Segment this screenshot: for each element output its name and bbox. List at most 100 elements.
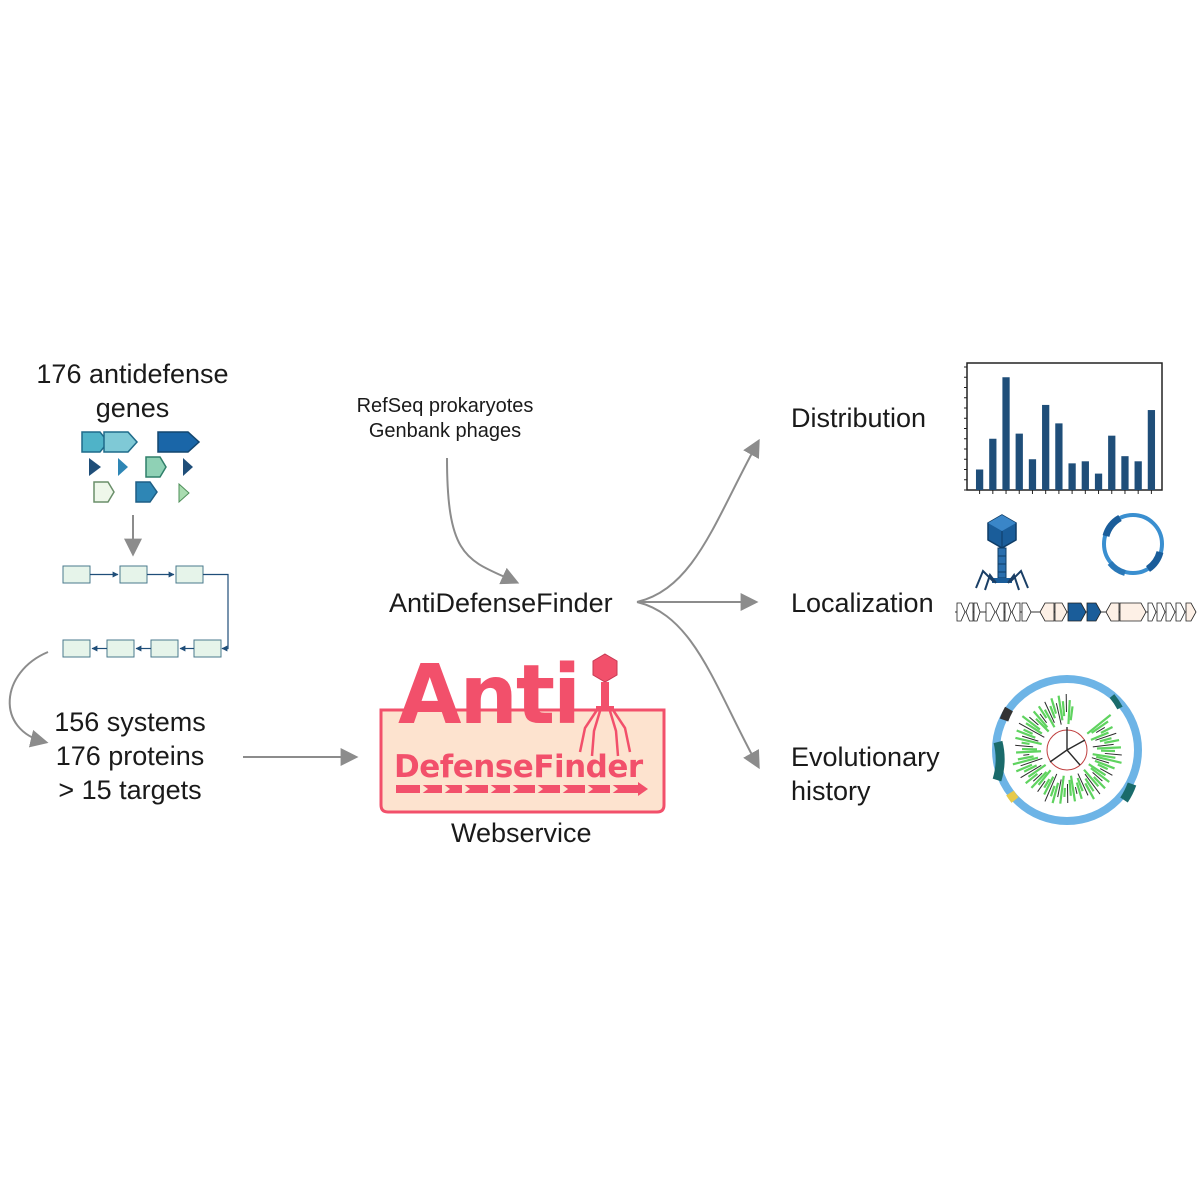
tree-branch (1017, 755, 1034, 761)
tree-branch (1050, 697, 1058, 714)
tree-branch (1044, 701, 1055, 723)
tree-branch (1030, 771, 1048, 789)
chart-bar (1134, 461, 1142, 490)
tree-branch (1037, 769, 1052, 786)
summary-label: 156 systems 176 proteins > 15 targets (30, 705, 230, 807)
database-refseq: RefSeq prokaryotes (356, 395, 534, 417)
gene-arrow-icon (965, 602, 974, 622)
tree-branch (1090, 731, 1109, 741)
chart-bar (1015, 433, 1023, 490)
summary-targets: > 15 targets (58, 775, 202, 805)
gene-arrow-icon (135, 481, 158, 503)
chart-bar (1081, 461, 1089, 490)
tree-branch (1020, 757, 1043, 767)
tree-branch (1037, 780, 1046, 792)
chart-bar (1108, 435, 1116, 490)
output-distribution: Distribution (791, 403, 927, 433)
chart-bar (1121, 456, 1129, 490)
tree-branch (1063, 787, 1066, 797)
genes-label-line2: genes (95, 393, 170, 423)
tree-branch (1015, 763, 1033, 773)
tree-branch (1074, 786, 1078, 794)
chart-bar (989, 438, 997, 490)
databases-label: RefSeq prokaryotes Genbank phages (330, 394, 560, 444)
tree-branch (1044, 773, 1058, 802)
gene-arrow-icon (103, 431, 139, 453)
gene-arrow-icon (985, 602, 996, 622)
gene-arrow-icon (1021, 602, 1032, 622)
logo-strip-notch (488, 783, 496, 795)
logo-phage-icon (578, 653, 632, 757)
gene-arrow-icon (118, 458, 128, 476)
tool-name: AntiDefenseFinder (389, 588, 613, 618)
tree-branch (1084, 773, 1101, 795)
tree-branch (1099, 768, 1113, 776)
gene-arrow-icon (1105, 602, 1120, 622)
tree-branch (1018, 722, 1045, 738)
chart-y-ticks (964, 366, 967, 491)
tree-branch (1094, 759, 1115, 770)
tree-branch (1096, 746, 1121, 750)
tree-branch (1012, 756, 1039, 766)
tree-branch (1037, 705, 1048, 719)
phylogenetic-tree-icon (992, 675, 1142, 825)
tree-branch (1057, 779, 1062, 798)
gene-arrow-icon (1175, 602, 1186, 622)
tree-branch (1086, 714, 1112, 735)
plasmid-ring-icon (1102, 513, 1164, 576)
tree-branch (1049, 705, 1056, 719)
logo-strip-notch (610, 783, 618, 795)
arrow-to-distribution (636, 438, 760, 603)
gene-arrow-icon (973, 602, 981, 622)
chart-frame (966, 362, 1163, 491)
tree-branch (1021, 735, 1039, 742)
chart-bar (975, 469, 984, 490)
chart-bar (1055, 423, 1063, 490)
logo-strip-notch (420, 783, 428, 795)
database-genbank: Genbank phages (368, 420, 522, 442)
tree-branch (1088, 763, 1107, 777)
gene-arrow-icon (1004, 602, 1012, 622)
chart-bar (1147, 410, 1156, 490)
antidefensefinder-logo (379, 653, 666, 814)
logo-strip-notch (535, 783, 543, 795)
tree-branch (1039, 713, 1048, 724)
chart-bar (1028, 459, 1037, 490)
tree-branch (1043, 709, 1056, 728)
gene-arrow-icon (1067, 602, 1087, 622)
chart-bar (1094, 473, 1103, 490)
gene-arrow-icon (157, 431, 201, 453)
tree-branch (1021, 715, 1041, 731)
gene-arrow-icon (1054, 602, 1068, 622)
tree-branch (1084, 782, 1095, 800)
output-evolution-line1: Evolutionary (791, 742, 940, 772)
tree-branch (1095, 727, 1106, 734)
logo-word-anti: Anti (398, 648, 581, 743)
logo-strip-notch (585, 783, 593, 795)
tree-branch (1090, 767, 1110, 783)
tree-branch (1104, 752, 1122, 756)
tree-branch (1027, 763, 1047, 778)
tree-branch (1076, 777, 1084, 792)
tree-branch (1084, 777, 1095, 792)
tree-branch (1092, 772, 1103, 782)
summary-systems: 156 systems (54, 707, 206, 737)
tree-branch (1097, 763, 1109, 771)
logo-strip-notch (510, 783, 518, 795)
logo-gene-strip (396, 782, 648, 796)
chart-bar (1042, 404, 1050, 490)
tree-branch (1069, 775, 1077, 802)
tree-branch (1095, 732, 1117, 741)
gene-arrow-icon (1156, 602, 1166, 622)
tree-branch (1023, 728, 1034, 735)
gene-arrow-icon (1039, 602, 1055, 622)
arrow-databases (446, 457, 520, 585)
tree-branch (1015, 736, 1042, 746)
tree-branch (1104, 738, 1120, 744)
tree-branch (1016, 750, 1042, 754)
pipeline-flow (62, 565, 229, 658)
tree-branch (1057, 695, 1064, 721)
tree-branch (1032, 772, 1043, 782)
tree-branch (1043, 776, 1055, 795)
tree-branch (1049, 785, 1056, 797)
